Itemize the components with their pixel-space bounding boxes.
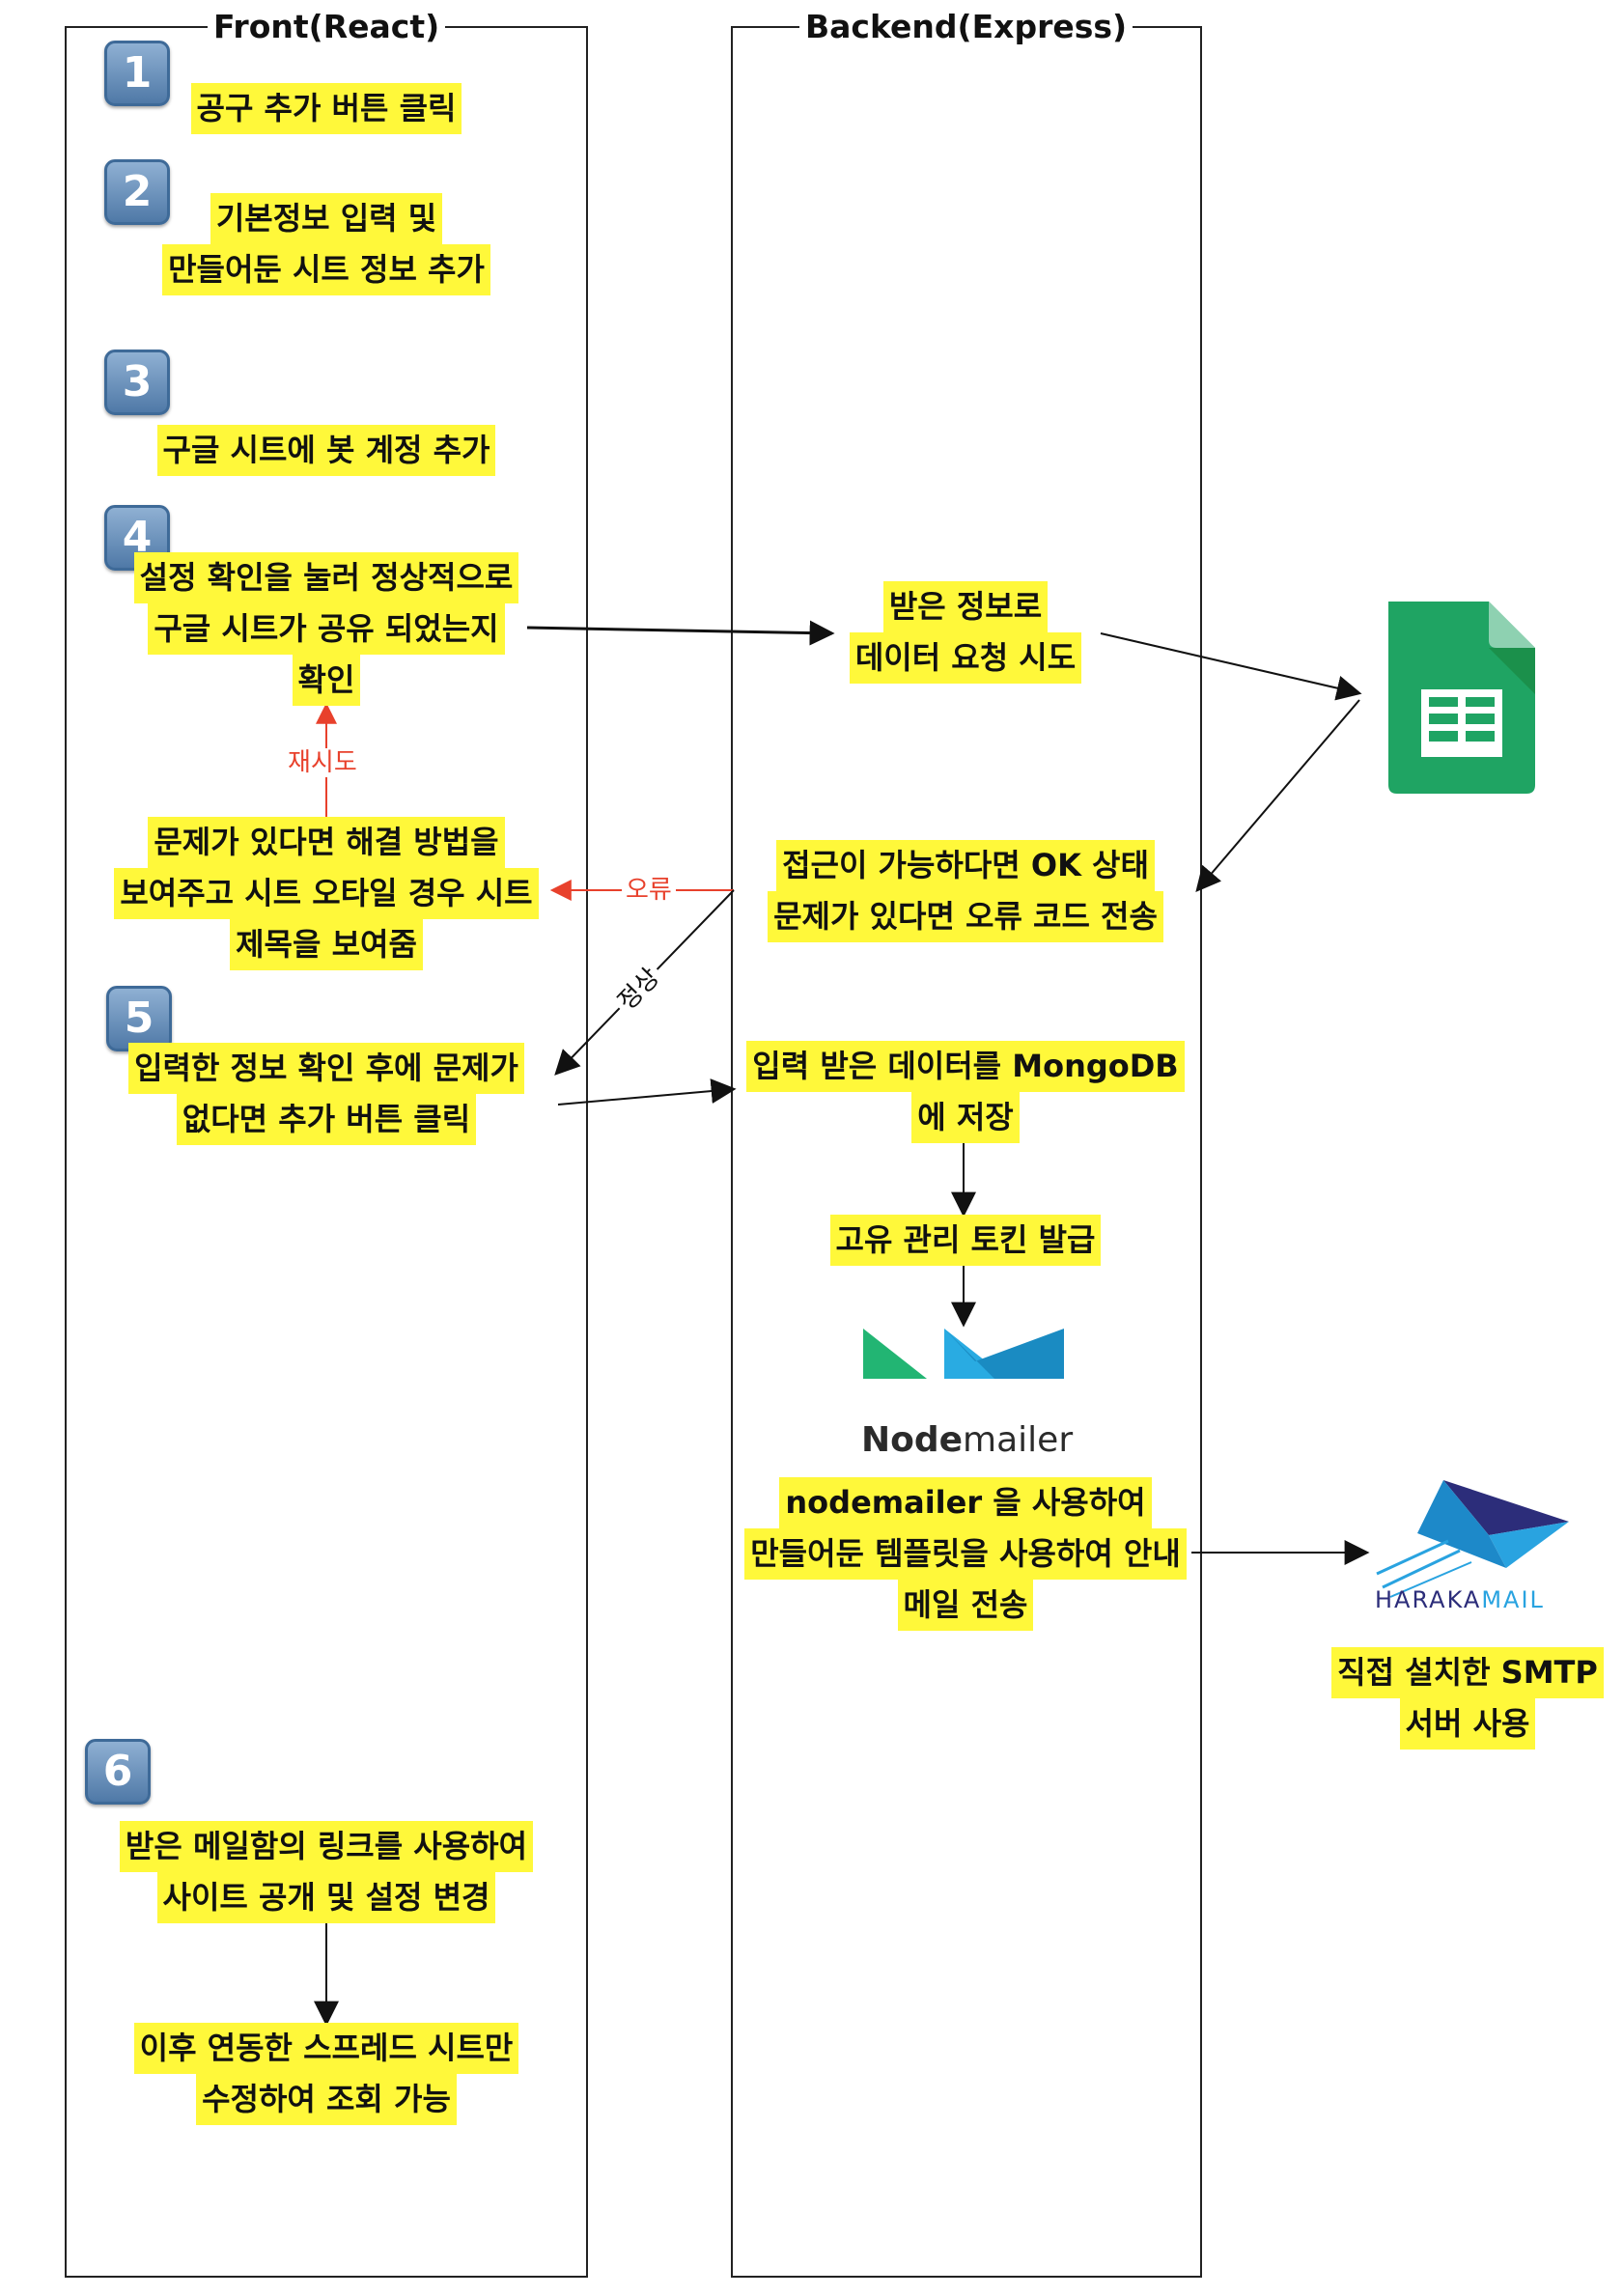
note-line: 직접 설치한 SMTP <box>1331 1647 1604 1698</box>
nodemailer-wordmark-bold: Node <box>861 1420 964 1460</box>
haraka-wordmark-dark: HARAKA <box>1375 1586 1482 1613</box>
note-line: 문제가 있다면 오류 코드 전송 <box>768 891 1163 942</box>
nodemailer-wordmark-light: mailer <box>963 1420 1074 1460</box>
note-line: 받은 메일함의 링크를 사용하여 <box>119 1821 534 1872</box>
note-issue-token: 고유 관리 토킨 발급 <box>695 1215 1236 1266</box>
note-line: 만들어둔 템플릿을 사용하여 안내 <box>744 1528 1187 1580</box>
note-line: 확인 <box>292 655 361 706</box>
note-line: 입력한 정보 확인 후에 문제가 <box>128 1043 524 1094</box>
note-line: 없다면 추가 버튼 클릭 <box>176 1094 477 1145</box>
arrow-sheets-to-status <box>1195 699 1360 892</box>
note-send-status: 접근이 가능하다면 OK 상태 문제가 있다면 오류 코드 전송 <box>695 840 1236 942</box>
note-line: nodemailer 을 사용하여 <box>779 1477 1152 1528</box>
backend-lane-title: Backend(Express) <box>799 8 1133 46</box>
note-line: 에 저장 <box>911 1092 1020 1143</box>
note-line: 사이트 공개 및 설정 변경 <box>156 1872 496 1923</box>
note-add-button: 공구 추가 버튼 클릭 <box>37 83 616 134</box>
arrow-check-to-request <box>526 620 835 646</box>
note-line: 데이터 요청 시도 <box>849 632 1082 684</box>
haraka-wordmark: HARAKAMAIL <box>1375 1585 1545 1614</box>
note-save-mongo: 입력 받은 데이터를 MongoDB 에 저장 <box>695 1041 1236 1143</box>
note-line: 만들어둔 시트 정보 추가 <box>162 244 490 295</box>
step-3-badge: 3 <box>104 350 170 415</box>
backend-lane-frame <box>731 26 1202 2278</box>
nodemailer-wordmark: Nodemailer <box>861 1421 1073 1460</box>
note-line: 수정하여 조회 가능 <box>196 2074 457 2125</box>
note-show-fix: 문제가 있다면 해결 방법을 보여주고 시트 오타일 경우 시트 제목을 보여줌 <box>37 817 616 970</box>
note-line: 기본정보 입력 및 <box>210 193 443 244</box>
note-line: 문제가 있다면 해결 방법을 <box>148 817 505 868</box>
edge-label-error: 오류 <box>622 876 676 905</box>
note-line: 이후 연동한 스프레드 시트만 <box>133 2023 519 2074</box>
note-line: 제목을 보여줌 <box>230 919 423 970</box>
google-sheets-icon <box>1388 602 1535 794</box>
step-2-badge: 2 <box>104 159 170 225</box>
note-line: 공구 추가 버튼 클릭 <box>190 83 462 134</box>
note-line: 입력 받은 데이터를 MongoDB <box>746 1041 1185 1092</box>
note-bot-account: 구글 시트에 봇 계정 추가 <box>37 425 616 476</box>
arrow-add-to-save <box>557 1078 737 1106</box>
note-line: 메일 전송 <box>897 1580 1034 1631</box>
note-line: 서버 사용 <box>1399 1698 1536 1750</box>
arrow-request-to-sheets <box>1100 632 1362 701</box>
note-line: 보여주고 시트 오타일 경우 시트 <box>114 868 539 919</box>
note-mail-link: 받은 메일함의 링크를 사용하여 사이트 공개 및 설정 변경 <box>37 1821 616 1923</box>
step-1-badge: 1 <box>104 41 170 106</box>
note-confirm-add: 입력한 정보 확인 후에 문제가 없다면 추가 버튼 클릭 <box>37 1043 616 1145</box>
note-line: 설정 확인을 눌러 정상적으로 <box>133 552 519 603</box>
note-smtp: 직접 설치한 SMTP 서버 사용 <box>1323 1647 1612 1750</box>
note-line: 구글 시트가 공유 되었는지 <box>148 603 505 655</box>
nodemailer-logo-mark <box>863 1329 1064 1379</box>
note-line: 구글 시트에 봇 계정 추가 <box>156 425 496 476</box>
note-request-data: 받은 정보로 데이터 요청 시도 <box>695 581 1236 684</box>
haraka-wordmark-light: MAIL <box>1481 1586 1545 1613</box>
note-line: 고유 관리 토킨 발급 <box>829 1215 1102 1266</box>
note-basic-info: 기본정보 입력 및 만들어둔 시트 정보 추가 <box>37 193 616 295</box>
note-edit-sheet: 이후 연동한 스프레드 시트만 수정하여 조회 가능 <box>37 2023 616 2125</box>
note-line: 받은 정보로 <box>882 581 1049 632</box>
note-check-share: 설정 확인을 눌러 정상적으로 구글 시트가 공유 되었는지 확인 <box>37 552 616 706</box>
haraka-mail-logo-mark <box>1376 1480 1569 1598</box>
note-send-mail: nodemailer 을 사용하여 만들어둔 템플릿을 사용하여 안내 메일 전… <box>695 1477 1236 1631</box>
step-6-badge: 6 <box>85 1739 151 1805</box>
front-lane-title: Front(React) <box>208 8 446 46</box>
step-5-badge: 5 <box>106 986 172 1051</box>
edge-label-retry: 재시도 <box>284 748 361 777</box>
note-line: 접근이 가능하다면 OK 상태 <box>776 840 1155 891</box>
